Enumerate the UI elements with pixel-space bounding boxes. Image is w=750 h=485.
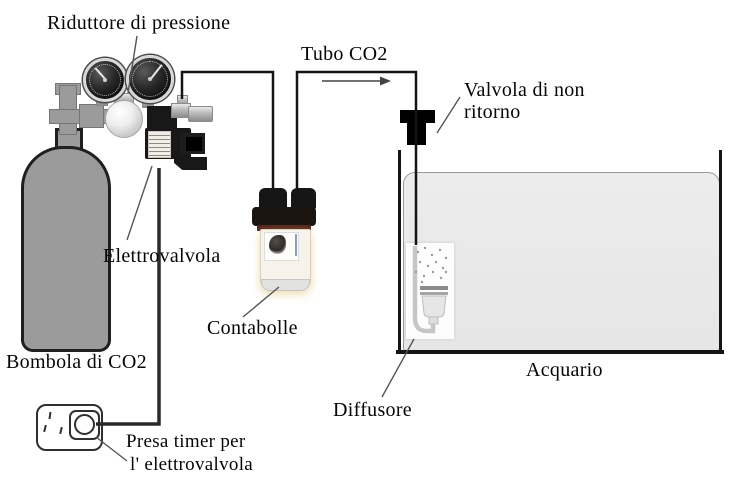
gauge-hub [103,78,107,82]
diffuser-card [406,243,454,339]
solenoid-cable-gland [174,157,207,170]
label-solenoid-valve: Elettrovalvola [103,245,221,267]
bubble-counter-base [261,279,310,291]
label-timer-line2: l' elettrovalvola [130,454,254,475]
flow-arrow-head [380,76,391,86]
output-hex-nut [188,106,213,122]
label-diffuser: Diffusore [333,399,412,421]
tube-regulator-to-counter [180,70,275,189]
label-pressure-reducer: Riduttore di pressione [47,12,231,34]
aquarium-water [403,172,720,352]
aquarium-wall-right [719,150,722,353]
label-co2-tube: Tubo CO2 [301,43,388,65]
label-timer-line1: Presa timer per [126,431,246,452]
pointer-bubble-counter [242,286,280,318]
gauge-high-pressure [83,58,127,102]
solenoid-terminal-slot [186,137,202,151]
solenoid-spec-label [148,131,171,158]
aquarium-bottom [396,350,724,354]
bubble-counter-logo [269,235,286,254]
gauge-dial [89,64,121,96]
aquarium-wall-left [398,150,401,353]
pointer-solenoid [126,165,153,241]
timer-socket-hole [74,414,95,435]
regulator-body [105,100,143,138]
check-valve-stem [407,123,426,145]
bubble-counter-seal [257,225,311,231]
bubble-counter-sticker-text [295,234,297,256]
label-co2-cylinder: Bombola di CO2 [6,351,147,373]
co2-cylinder-body [21,146,111,352]
label-check-valve-line2: ritorno [464,101,521,123]
label-check-valve-line1: Valvola di non [464,79,585,101]
gauge-hub [148,77,152,81]
check-valve-bar [400,110,435,123]
bubble-counter-knob-left [259,188,287,210]
label-aquarium: Acquario [526,359,603,381]
cylinder-valve-knob [79,104,104,128]
bubble-counter-cap [252,207,316,226]
gauge-low-pressure [126,55,174,103]
label-bubble-counter: Contabolle [207,317,298,339]
pointer-check-valve [436,96,461,134]
